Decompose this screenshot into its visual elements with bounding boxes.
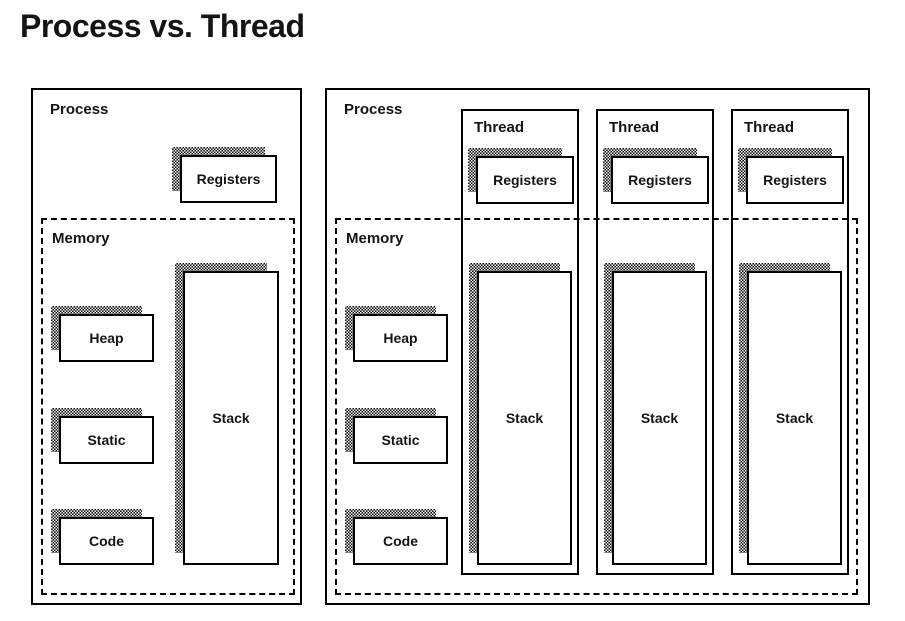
stack-box: Stack — [739, 263, 842, 565]
process-label: Process — [344, 101, 403, 118]
static-box: Static — [51, 408, 154, 464]
stack-label: Stack — [775, 410, 814, 426]
heap-box: Heap — [345, 306, 448, 362]
stack-box: Stack — [469, 263, 572, 565]
thread-label: Thread — [474, 119, 525, 136]
registers-box: Registers — [468, 148, 574, 204]
memory-region: Memory Heap Static Code Stack — [41, 218, 295, 595]
code-label: Code — [383, 533, 418, 549]
registers-label: Registers — [196, 171, 261, 187]
memory-region: Memory Heap Static Code — [335, 218, 858, 595]
thread-label: Thread — [609, 119, 660, 136]
registers-box: Registers — [603, 148, 709, 204]
thread-label: Thread — [744, 119, 795, 136]
stack-box: Stack — [604, 263, 707, 565]
heap-label: Heap — [89, 330, 124, 346]
code-label: Code — [89, 533, 124, 549]
stack-label: Stack — [505, 410, 544, 426]
code-box: Code — [51, 509, 154, 565]
stack-label: Stack — [640, 410, 679, 426]
static-label: Static — [381, 432, 420, 448]
process-box-multithreaded: Process Memory Heap Static Code Thread R… — [325, 88, 870, 605]
registers-label: Registers — [493, 172, 557, 188]
static-label: Static — [87, 432, 126, 448]
stack-box: Stack — [175, 263, 279, 565]
page-title: Process vs. Thread — [20, 8, 305, 44]
heap-label: Heap — [383, 330, 418, 346]
registers-box: Registers — [738, 148, 844, 204]
code-box: Code — [345, 509, 448, 565]
stack-label: Stack — [212, 410, 250, 426]
thread-column-1: Thread Registers Stack — [461, 109, 579, 575]
registers-box: Registers — [172, 147, 277, 203]
process-label: Process — [50, 101, 109, 118]
static-box: Static — [345, 408, 448, 464]
memory-label: Memory — [346, 230, 404, 247]
memory-label: Memory — [52, 230, 110, 247]
heap-box: Heap — [51, 306, 154, 362]
thread-column-3: Thread Registers Stack — [731, 109, 849, 575]
thread-column-2: Thread Registers Stack — [596, 109, 714, 575]
registers-label: Registers — [628, 172, 692, 188]
registers-label: Registers — [763, 172, 827, 188]
process-box-single: Process Registers Memory Heap Static Cod… — [31, 88, 302, 605]
